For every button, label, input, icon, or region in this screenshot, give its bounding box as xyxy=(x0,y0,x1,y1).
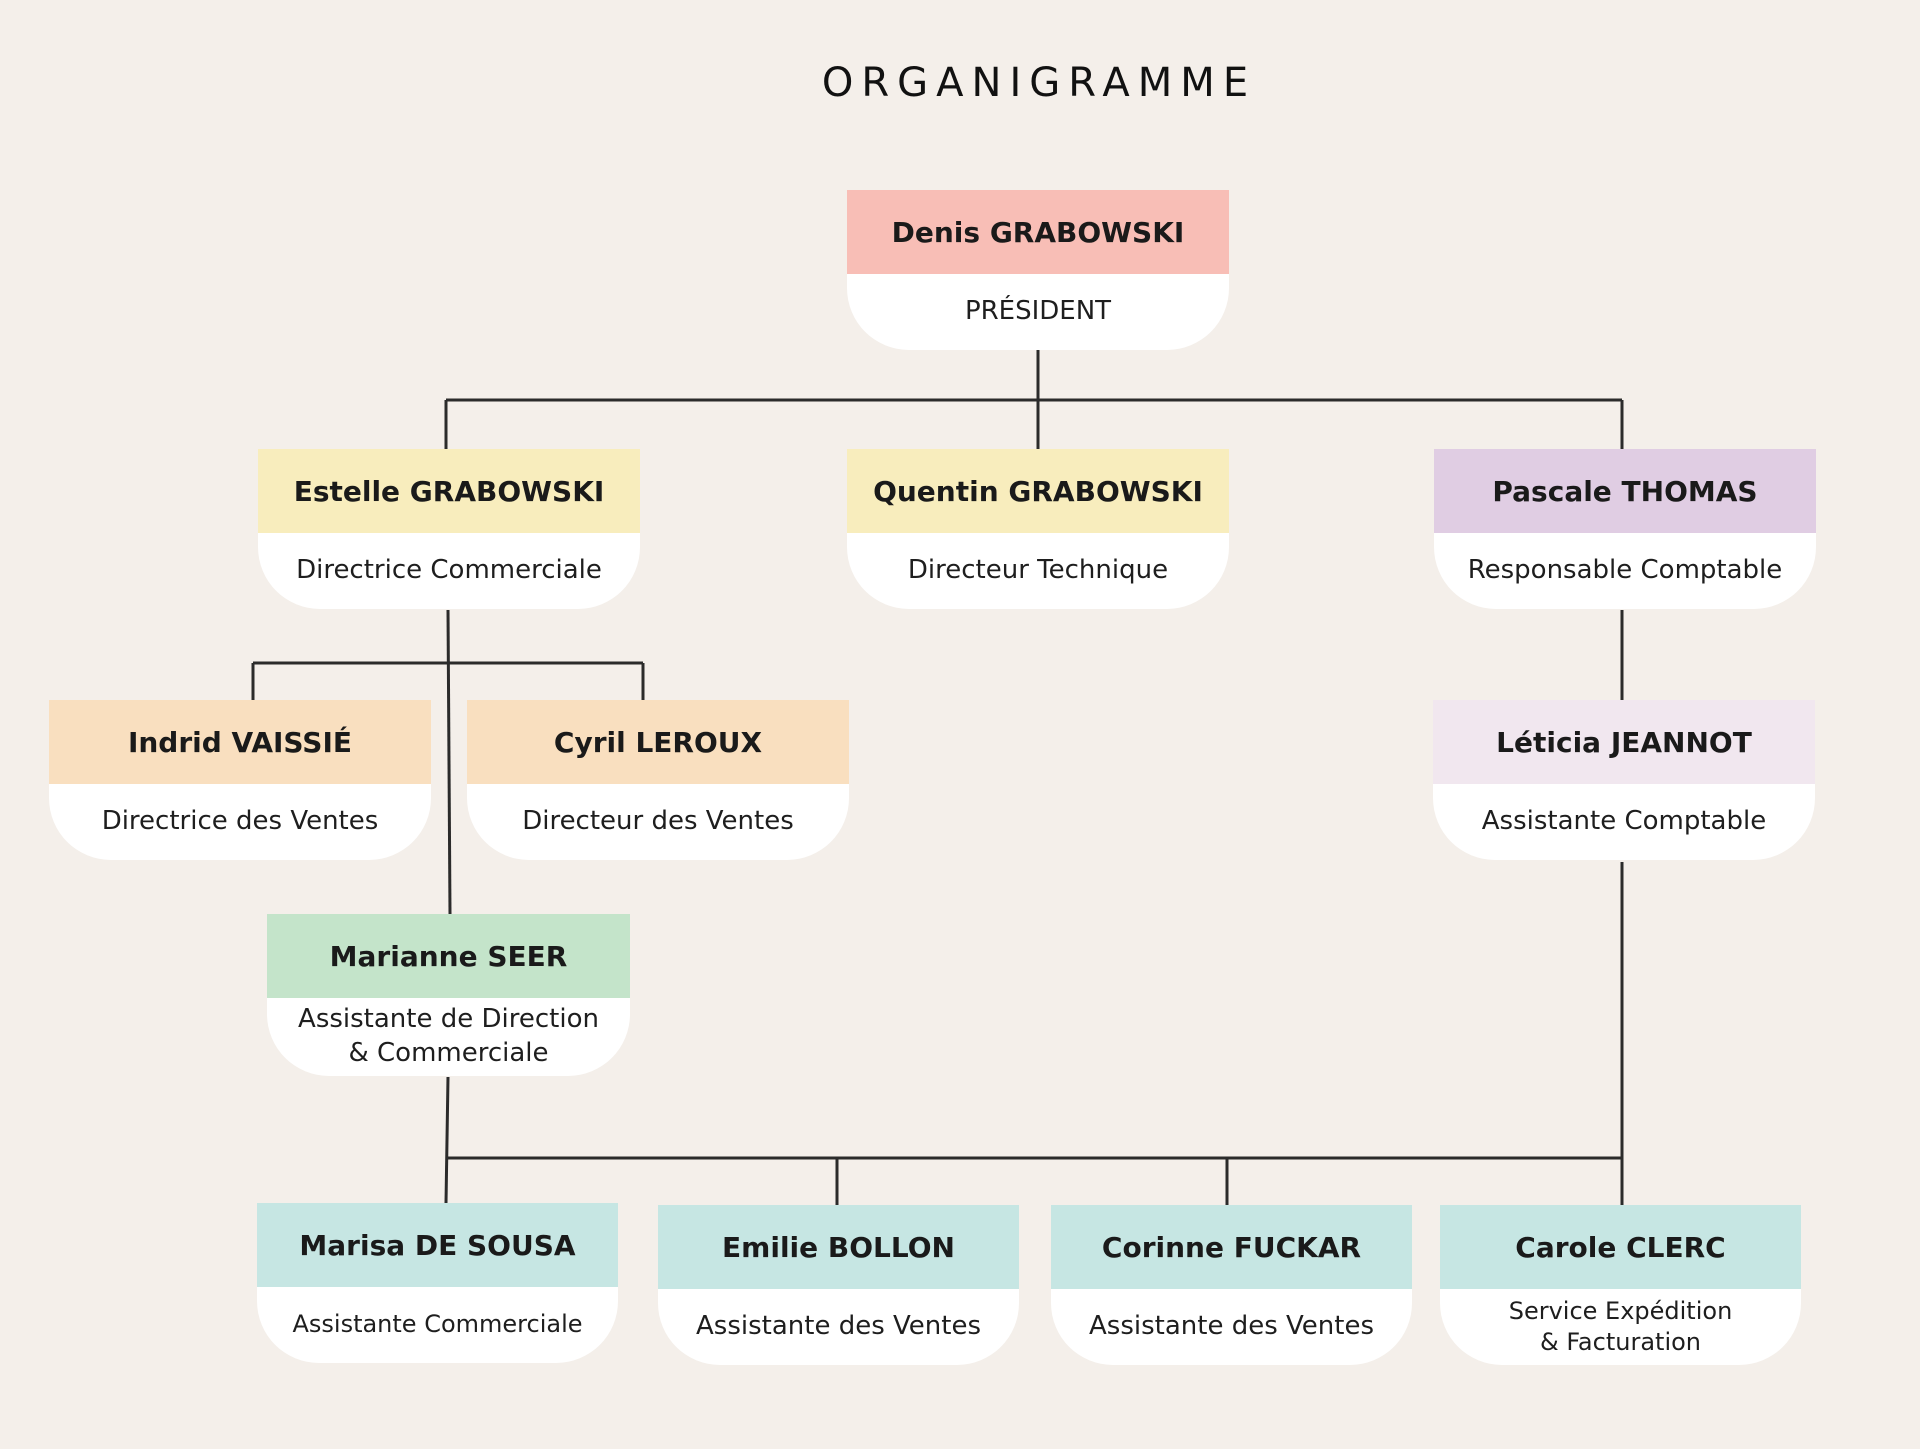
person-role: Assistante des Ventes xyxy=(658,1289,1019,1365)
org-card-pascale: Pascale THOMAS Responsable Comptable xyxy=(1434,449,1816,609)
person-role: PRÉSIDENT xyxy=(847,274,1229,350)
person-name: Marisa DE SOUSA xyxy=(257,1203,618,1287)
person-name: Indrid VAISSIÉ xyxy=(49,700,431,784)
page-title: ORGANIGRAMME xyxy=(821,60,1257,106)
person-name: Corinne FUCKAR xyxy=(1051,1205,1412,1289)
org-card-corinne: Corinne FUCKAR Assistante des Ventes xyxy=(1051,1205,1412,1365)
person-role: Assistante des Ventes xyxy=(1051,1289,1412,1365)
connector-estelle-down xyxy=(446,609,452,915)
org-card-emilie: Emilie BOLLON Assistante des Ventes xyxy=(658,1205,1019,1365)
person-name: Denis GRABOWSKI xyxy=(847,190,1229,274)
person-role: Service Expédition & Facturation xyxy=(1440,1289,1801,1365)
person-name: Cyril LEROUX xyxy=(467,700,849,784)
person-role: Assistante Commerciale xyxy=(257,1287,618,1363)
person-name: Emilie BOLLON xyxy=(658,1205,1019,1289)
org-card-indrid: Indrid VAISSIÉ Directrice des Ventes xyxy=(49,700,431,860)
person-role: Directeur des Ventes xyxy=(467,784,849,860)
org-card-quentin: Quentin GRABOWSKI Directeur Technique xyxy=(847,449,1229,609)
person-role: Directeur Technique xyxy=(847,533,1229,609)
person-name: Pascale THOMAS xyxy=(1434,449,1816,533)
org-card-cyril: Cyril LEROUX Directeur des Ventes xyxy=(467,700,849,860)
org-card-leticia: Léticia JEANNOT Assistante Comptable xyxy=(1433,700,1815,860)
org-card-carole: Carole CLERC Service Expédition & Factur… xyxy=(1440,1205,1801,1365)
connector-marianne-down xyxy=(444,1076,450,1204)
person-role: Assistante de Direction & Commerciale xyxy=(267,998,630,1076)
org-card-denis: Denis GRABOWSKI PRÉSIDENT xyxy=(847,190,1229,350)
person-role: Responsable Comptable xyxy=(1434,533,1816,609)
person-role: Directrice des Ventes xyxy=(49,784,431,860)
person-role: Assistante Comptable xyxy=(1433,784,1815,860)
person-name: Estelle GRABOWSKI xyxy=(258,449,640,533)
org-card-estelle: Estelle GRABOWSKI Directrice Commerciale xyxy=(258,449,640,609)
person-name: Quentin GRABOWSKI xyxy=(847,449,1229,533)
org-card-marianne: Marianne SEER Assistante de Direction & … xyxy=(267,914,630,1076)
org-card-marisa: Marisa DE SOUSA Assistante Commerciale xyxy=(257,1203,618,1363)
person-name: Carole CLERC xyxy=(1440,1205,1801,1289)
person-name: Marianne SEER xyxy=(267,914,630,998)
person-name: Léticia JEANNOT xyxy=(1433,700,1815,784)
person-role: Directrice Commerciale xyxy=(258,533,640,609)
